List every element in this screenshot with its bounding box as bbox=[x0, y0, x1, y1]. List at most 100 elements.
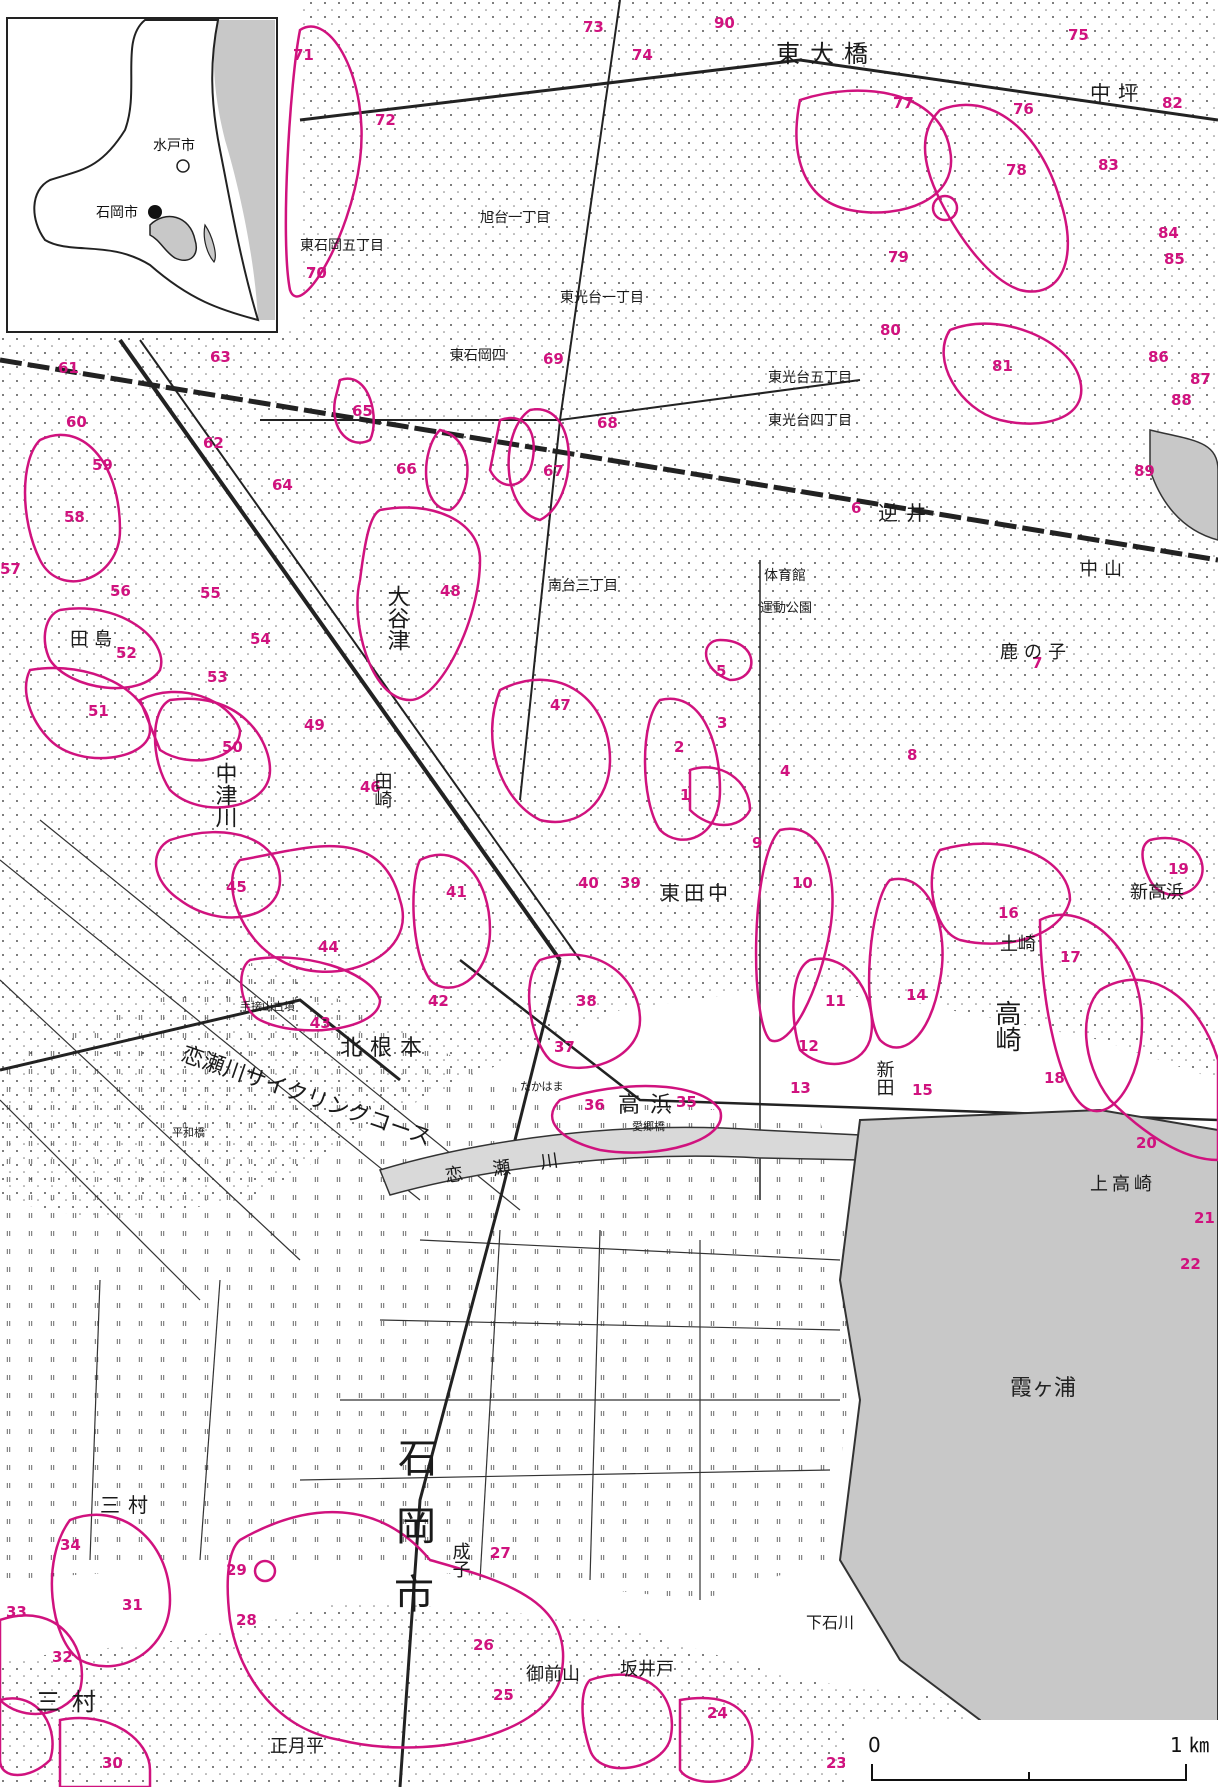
site-16: 16 bbox=[998, 904, 1019, 922]
place-label: 坂井戸 bbox=[620, 1659, 674, 1680]
scale-zero: 0 bbox=[868, 1733, 881, 1757]
site-8: 8 bbox=[907, 746, 917, 764]
site-63: 63 bbox=[210, 348, 231, 366]
site-61: 61 bbox=[58, 359, 79, 377]
site-74: 74 bbox=[632, 46, 653, 64]
site-42: 42 bbox=[428, 992, 449, 1010]
place-label: 石 bbox=[398, 1436, 438, 1482]
place-label: 三村 bbox=[36, 1688, 108, 1716]
site-34: 34 bbox=[60, 1536, 81, 1554]
site-39: 39 bbox=[620, 874, 641, 892]
site-17: 17 bbox=[1060, 948, 1081, 966]
place-label: 中山 bbox=[1080, 559, 1128, 580]
site-35: 35 bbox=[676, 1093, 697, 1111]
site-86: 86 bbox=[1148, 348, 1169, 366]
site-13: 13 bbox=[790, 1079, 811, 1097]
site-87: 87 bbox=[1190, 370, 1211, 388]
site-27: 27 bbox=[490, 1544, 511, 1562]
place-label: 上高崎 bbox=[1090, 1174, 1156, 1195]
site-79: 79 bbox=[888, 248, 909, 266]
site-69: 69 bbox=[543, 350, 564, 368]
place-label: 旭台一丁目 bbox=[480, 210, 550, 226]
lower-hills bbox=[0, 1600, 980, 1787]
place-label: 東田中 bbox=[660, 881, 732, 905]
site-11: 11 bbox=[825, 992, 846, 1010]
site-47: 47 bbox=[550, 696, 571, 714]
place-label: 土崎 bbox=[1000, 934, 1036, 955]
mito-marker bbox=[176, 159, 190, 173]
place-label: 御前山 bbox=[526, 1664, 580, 1685]
site-24: 24 bbox=[707, 1704, 728, 1722]
place-label: 正月平 bbox=[270, 1736, 324, 1757]
place-label: 東光台四丁目 bbox=[768, 413, 852, 429]
site-67: 67 bbox=[543, 462, 564, 480]
site-4: 4 bbox=[780, 762, 790, 780]
place-label: 鹿の子 bbox=[1000, 642, 1072, 663]
site-28: 28 bbox=[236, 1611, 257, 1629]
place-label: 高崎 bbox=[991, 1000, 1021, 1052]
site-45: 45 bbox=[226, 878, 247, 896]
ishioka-marker bbox=[148, 205, 162, 219]
place-label: 東光台一丁目 bbox=[560, 290, 644, 306]
site-78: 78 bbox=[1006, 161, 1027, 179]
site-88: 88 bbox=[1171, 391, 1192, 409]
site-68: 68 bbox=[597, 414, 618, 432]
site-22: 22 bbox=[1180, 1255, 1201, 1273]
inset-label-ishioka: 石岡市 bbox=[96, 204, 138, 221]
paddy-fields bbox=[0, 960, 860, 1600]
site-48: 48 bbox=[440, 582, 461, 600]
site-37: 37 bbox=[554, 1038, 575, 1056]
site-53: 53 bbox=[207, 668, 228, 686]
site-75: 75 bbox=[1068, 26, 1089, 44]
site-33: 33 bbox=[6, 1603, 27, 1621]
site-41: 41 bbox=[446, 883, 467, 901]
site-65: 65 bbox=[352, 402, 373, 420]
site-77: 77 bbox=[893, 94, 914, 112]
site-7: 7 bbox=[1032, 654, 1042, 672]
site-64: 64 bbox=[272, 476, 293, 494]
place-label: 三村 bbox=[100, 1493, 156, 1517]
site-43: 43 bbox=[310, 1014, 331, 1032]
site-1: 1 bbox=[680, 786, 690, 804]
site-81: 81 bbox=[992, 357, 1013, 375]
site-56: 56 bbox=[110, 582, 131, 600]
upland-area bbox=[0, 0, 1218, 1220]
site-76: 76 bbox=[1013, 100, 1034, 118]
paddy-grid bbox=[0, 819, 841, 1600]
scale-one-km: 1 ㎞ bbox=[1170, 1733, 1209, 1757]
site-73: 73 bbox=[583, 18, 604, 36]
site-5: 5 bbox=[716, 662, 726, 680]
site-49: 49 bbox=[304, 716, 325, 734]
site-40: 40 bbox=[578, 874, 599, 892]
site-55: 55 bbox=[200, 584, 221, 602]
site-71: 71 bbox=[293, 46, 314, 64]
place-label: 新田 bbox=[874, 1060, 895, 1096]
site-89: 89 bbox=[1134, 462, 1155, 480]
site-70: 70 bbox=[306, 264, 327, 282]
inset-label-mito: 水戸市 bbox=[153, 137, 195, 154]
site-85: 85 bbox=[1164, 250, 1185, 268]
site-9: 9 bbox=[752, 834, 762, 852]
site-58: 58 bbox=[64, 508, 85, 526]
place-label: 中津川 bbox=[212, 762, 238, 828]
site-25: 25 bbox=[493, 1686, 514, 1704]
site-90: 90 bbox=[714, 14, 735, 32]
place-label: 運動公園 bbox=[760, 601, 812, 616]
site-50: 50 bbox=[222, 738, 243, 756]
site-54: 54 bbox=[250, 630, 271, 648]
place-label: 市 bbox=[394, 1572, 434, 1618]
site-62: 62 bbox=[203, 434, 224, 452]
site-57: 57 bbox=[0, 560, 21, 578]
site-15: 15 bbox=[912, 1081, 933, 1099]
site-66: 66 bbox=[396, 460, 417, 478]
site-51: 51 bbox=[88, 702, 109, 720]
site-29: 29 bbox=[226, 1561, 247, 1579]
place-label: たかはま bbox=[520, 1080, 564, 1093]
site-19: 19 bbox=[1168, 860, 1189, 878]
site-59: 59 bbox=[92, 456, 113, 474]
place-label: 中坪 bbox=[1090, 81, 1146, 105]
site-46: 46 bbox=[360, 778, 381, 796]
place-label: 手接山古墳 bbox=[240, 999, 295, 1013]
